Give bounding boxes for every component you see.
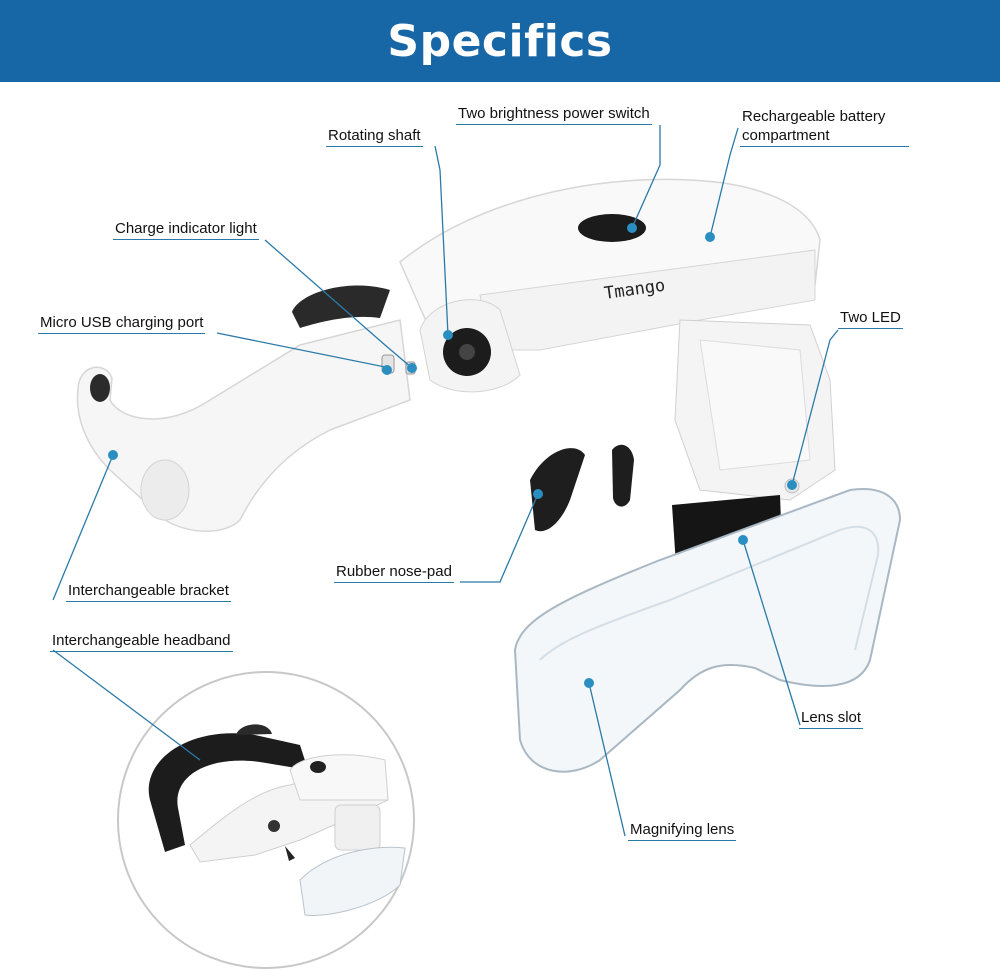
dot-bracket xyxy=(108,450,118,460)
dot-nose-pad xyxy=(533,489,543,499)
dot-usb-port xyxy=(382,365,392,375)
title-banner: Specifics xyxy=(0,0,1000,82)
callout-bracket: Interchangeable bracket xyxy=(66,581,231,602)
dot-lens-slot xyxy=(738,535,748,545)
dot-charge-indicator xyxy=(407,363,417,373)
callout-usb-port: Micro USB charging port xyxy=(38,313,206,334)
callout-rotating-shaft: Rotating shaft xyxy=(326,126,423,147)
callout-battery: Rechargeable battery compartment xyxy=(740,107,909,147)
dot-power-switch xyxy=(627,223,637,233)
dot-battery xyxy=(705,232,715,242)
dot-magnifying-lens xyxy=(584,678,594,688)
callout-two-led: Two LED xyxy=(838,308,903,329)
main-product: Tmango xyxy=(76,178,902,773)
dot-two-led xyxy=(787,480,797,490)
callout-headband: Interchangeable headband xyxy=(50,631,233,652)
callout-dots xyxy=(108,223,797,688)
callout-magnifying-lens: Magnifying lens xyxy=(628,820,737,841)
headband-illustration xyxy=(148,724,406,916)
callout-lens-slot: Lens slot xyxy=(799,708,864,729)
page-title: Specifics xyxy=(387,15,613,67)
callout-power-switch: Two brightness power switch xyxy=(456,104,652,125)
dot-rotating-shaft xyxy=(443,330,453,340)
leader-lines xyxy=(52,125,839,837)
callout-nose-pad: Rubber nose-pad xyxy=(334,562,454,583)
callout-charge-indicator: Charge indicator light xyxy=(113,219,259,240)
